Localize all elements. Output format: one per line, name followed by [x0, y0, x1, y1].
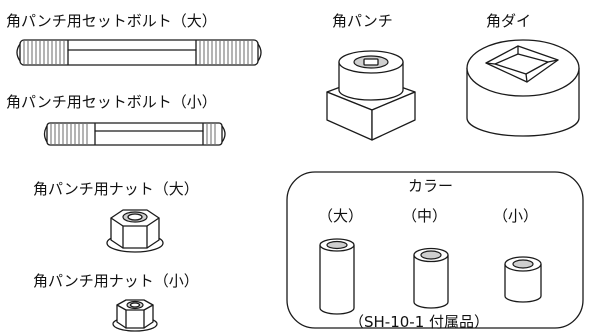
collar-group-frame — [287, 172, 583, 328]
collar-title: カラー — [408, 177, 454, 195]
collar-accessory-note: （SH-10-1 付属品） — [349, 313, 490, 331]
set-bolt-large-label: 角パンチ用セットボルト（大） — [6, 12, 217, 30]
set-bolt-small-drawing — [45, 123, 226, 145]
nut-large-label: 角パンチ用ナット（大） — [33, 180, 199, 198]
collar-size-small-label: （小） — [493, 207, 539, 225]
square-punch-label: 角パンチ — [332, 12, 393, 30]
square-die-drawing — [467, 40, 579, 136]
nut-small-label: 角パンチ用ナット（小） — [33, 272, 199, 290]
collar-medium-drawing — [414, 249, 448, 309]
collar-small-drawing — [505, 257, 541, 302]
nut-small-drawing — [113, 300, 157, 331]
square-punch-drawing — [327, 51, 415, 140]
set-bolt-large-drawing — [17, 40, 261, 65]
collar-size-medium-label: （中） — [402, 207, 448, 225]
set-bolt-small-label: 角パンチ用セットボルト（小） — [6, 93, 217, 111]
square-die-label: 角ダイ — [486, 12, 532, 30]
collar-large-drawing — [320, 239, 354, 314]
collar-size-large-label: （大） — [318, 207, 364, 225]
nut-large-drawing — [107, 210, 163, 252]
